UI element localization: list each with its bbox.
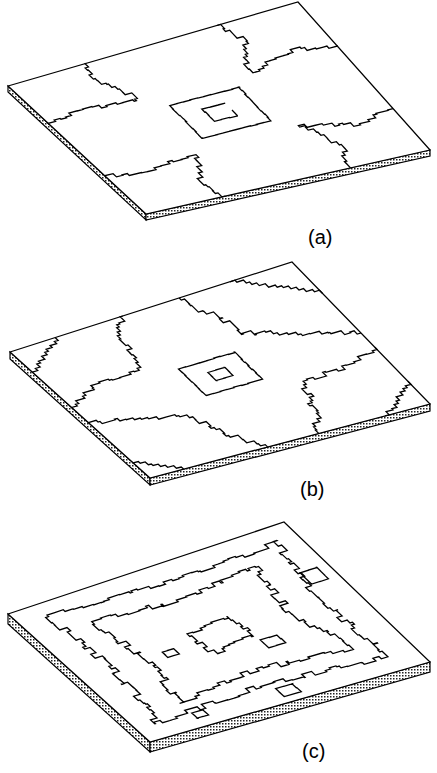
step-edge xyxy=(187,617,253,654)
panel-label: (c) xyxy=(302,740,325,763)
step-edge xyxy=(72,316,141,409)
step-edge xyxy=(298,109,393,168)
step-edge xyxy=(170,87,271,138)
step-edge xyxy=(217,24,338,72)
step-edge xyxy=(32,338,58,373)
slab-top xyxy=(8,522,430,742)
step-edge xyxy=(92,566,354,703)
step-edge xyxy=(385,381,411,416)
slab-top xyxy=(8,2,430,214)
step-edge xyxy=(48,63,137,124)
step-edge xyxy=(88,415,267,447)
step-edge xyxy=(230,280,322,293)
step-edge xyxy=(202,103,238,121)
step-edge xyxy=(300,567,328,584)
panel-label: (a) xyxy=(308,226,332,249)
step-edge xyxy=(133,462,183,470)
step-edge xyxy=(276,684,302,697)
step-edge xyxy=(179,352,263,396)
step-edge xyxy=(162,649,179,658)
step-edge xyxy=(192,710,209,719)
panel-label: (b) xyxy=(300,478,324,501)
step-edge xyxy=(46,541,388,724)
step-edge xyxy=(179,298,361,336)
step-edge xyxy=(105,155,226,197)
step-edge xyxy=(208,367,233,380)
step-edge xyxy=(302,347,377,433)
slab-top xyxy=(10,262,430,478)
step-edge xyxy=(260,635,286,648)
